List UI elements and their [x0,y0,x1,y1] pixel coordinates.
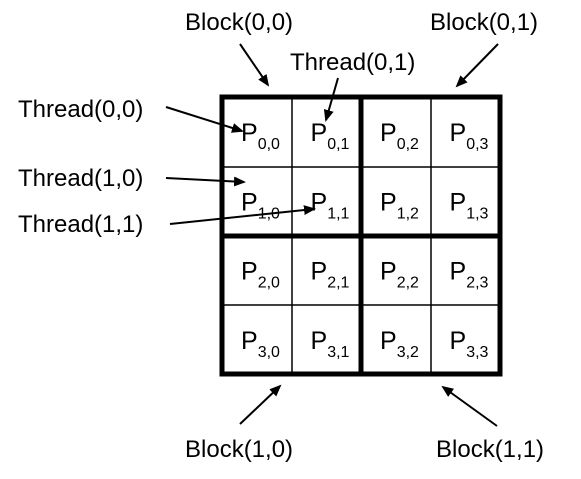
matrix-cell-label: P0,1 [311,119,350,153]
thread-label-1-0: Thread(1,0) [18,165,143,192]
matrix-cell-label: P0,2 [380,119,419,153]
arrow-block-0-0 [239,43,270,87]
matrix-cell-label: P3,3 [450,327,489,361]
matrix-cell-subscript: 0,2 [397,136,419,153]
matrix-cell-symbol: P [311,188,328,216]
matrix-cell-subscript: 0,3 [466,136,488,153]
matrix-cell-symbol: P [450,188,467,216]
block-label-1-1: Block(1,1) [436,436,544,463]
matrix-cell-subscript: 3,3 [466,344,488,361]
matrix-cell-subscript: 2,2 [397,275,419,292]
matrix-cell-label: P1,0 [241,188,280,222]
thread-label-0-0: Thread(0,0) [18,96,143,123]
matrix-cell-symbol: P [311,119,328,147]
matrix-cell-symbol: P [241,188,258,216]
block-label-0-0: Block(0,0) [185,9,293,36]
matrix-cell-symbol: P [450,327,467,355]
matrix-cell-symbol: P [380,258,397,286]
matrix-cell-symbol: P [380,119,397,147]
matrix-cell-label: P3,1 [311,327,350,361]
matrix-cell-symbol: P [450,119,467,147]
matrix-cell-subscript: 2,3 [466,275,488,292]
arrow-thread-1-0 [165,176,246,187]
matrix-cell-label: P1,2 [380,188,419,222]
arrow-thread-0-0 [165,106,244,133]
matrix-cell-symbol: P [241,119,258,147]
thread-label-0-1: Thread(0,1) [290,49,415,76]
matrix-cell-subscript: 0,1 [327,136,349,153]
arrows [165,43,499,427]
matrix-cell-symbol: P [311,258,328,286]
arrow-thread-0-1 [323,77,339,122]
matrix-cell-label: P3,2 [380,327,419,361]
arrow-block-1-1 [441,385,498,427]
arrow-block-1-0 [239,384,282,425]
matrix-cell-symbol: P [380,327,397,355]
matrix-cell-subscript: 0,0 [258,136,280,153]
matrix-cell-symbol: P [241,258,258,286]
matrix-cell-label: P3,0 [241,327,280,361]
block-label-1-0: Block(1,0) [185,436,293,463]
matrix-cell-subscript: 1,3 [466,205,488,222]
matrix-cell-label: P2,2 [380,258,419,292]
matrix-cell-label: P0,0 [241,119,280,153]
matrix-cell-label: P0,3 [450,119,489,153]
arrow-block-0-1 [455,43,499,88]
matrix-cell-subscript: 3,0 [258,344,280,361]
block-borders [219,94,503,377]
matrix-cell-label: P1,3 [450,188,489,222]
matrix-cell-subscript: 2,1 [327,275,349,292]
matrix-cell-subscript: 3,1 [327,344,349,361]
matrix-cell-subscript: 1,2 [397,205,419,222]
block-label-0-1: Block(0,1) [430,9,538,36]
matrix-cell-subscript: 3,2 [397,344,419,361]
matrix-cell-label: P2,0 [241,258,280,292]
matrix-cell-subscript: 2,0 [258,275,280,292]
matrix-cell-label: P1,1 [311,188,350,222]
matrix-cell-symbol: P [241,327,258,355]
thread-label-1-1: Thread(1,1) [18,211,143,238]
matrix-cell-symbol: P [450,258,467,286]
matrix-cell-symbol: P [380,188,397,216]
matrix-cell-symbol: P [311,327,328,355]
matrix-cell-label: P2,1 [311,258,350,292]
matrix-cell-label: P2,3 [450,258,489,292]
matrix-cell-subscript: 1,1 [327,205,349,222]
arrow-thread-1-1 [169,205,316,225]
